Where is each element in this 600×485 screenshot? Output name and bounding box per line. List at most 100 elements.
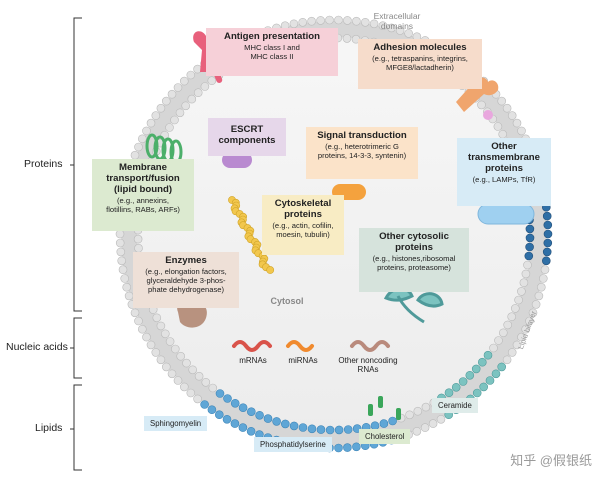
escrt-shape	[222, 152, 252, 168]
lipid-head	[289, 421, 299, 431]
lipid-head	[525, 224, 535, 234]
membrane-sub: (e.g., annexins, flotillins, RABs, ARFs)	[106, 196, 180, 215]
lipid-head	[116, 247, 126, 257]
lipid-head	[521, 269, 531, 279]
lipid-head	[360, 17, 370, 27]
lipid-head	[510, 304, 520, 313]
cytosol-label: Cytosol	[270, 296, 304, 306]
lipid-head	[538, 274, 548, 283]
lipid-head	[523, 260, 532, 270]
category-nucleic-acids: Nucleic acids	[6, 341, 68, 353]
lipid-head	[343, 425, 353, 434]
lipid-head	[342, 34, 352, 43]
other-tm-sub: (e.g., LAMPs, TfR)	[472, 175, 536, 185]
lipid-head	[534, 291, 544, 301]
lipid-head	[497, 362, 507, 372]
lipid-head	[379, 419, 389, 428]
lipid-head	[479, 382, 489, 392]
lipid-head	[413, 406, 423, 416]
lipid-head	[146, 118, 156, 128]
lipid-head	[525, 242, 534, 252]
lipid-head	[507, 312, 517, 322]
category-brackets	[70, 17, 82, 471]
lipid-head	[156, 321, 166, 331]
mrna-label: mRNAs	[239, 356, 267, 365]
adhesion-sub: (e.g., tetraspanins, integrins, MFGE8/la…	[372, 54, 468, 72]
lipid-head	[142, 332, 151, 342]
lipid-head	[176, 351, 185, 361]
lipid-head	[151, 111, 161, 120]
lipid-head	[540, 265, 550, 275]
chip-ceramide: Ceramide	[432, 398, 478, 413]
lipid-head	[208, 383, 218, 393]
lipid-head	[525, 316, 534, 326]
lipid-head	[115, 238, 125, 248]
lipid-head	[115, 229, 125, 239]
lipid-head	[161, 329, 170, 339]
lipid-head	[180, 76, 189, 86]
lipid-head	[507, 111, 517, 120]
noncoding-rna-shape	[350, 340, 390, 352]
adhesion-title: Adhesion molecules	[373, 42, 467, 53]
lipid-head	[498, 129, 508, 139]
lipid-head	[272, 417, 281, 426]
lipid-head	[404, 29, 413, 38]
lipid-head	[512, 340, 522, 350]
lipid-head	[186, 388, 196, 398]
lipid-head	[316, 425, 326, 434]
lipid-head	[517, 287, 526, 296]
lipid-head	[307, 16, 316, 26]
lipid-head	[122, 282, 131, 292]
adhesion-molecule-shape	[456, 77, 499, 120]
lipid-head	[507, 348, 517, 357]
box-other-cytosolic: Other cytosolic proteins (e.g., histones…	[359, 228, 469, 292]
cytosolic-sub: (e.g., histones,ribosomal proteins, prot…	[372, 254, 456, 273]
lipid-head	[186, 70, 196, 80]
lipid-head	[193, 394, 202, 404]
lipid-head	[524, 251, 534, 261]
lipid-head	[491, 369, 501, 379]
lipid-head	[494, 336, 503, 345]
lipid-head	[130, 308, 140, 318]
watermark-text: 知乎 @假银纸	[510, 453, 592, 468]
lipid-head	[493, 122, 503, 131]
lipid-head	[238, 403, 248, 413]
cytoskeletal-sub: (e.g., actin, cofilin, moesin, tubulin)	[272, 221, 334, 240]
lipid-head	[182, 358, 191, 368]
lipid-head	[165, 123, 174, 132]
lipid-head	[334, 443, 343, 453]
box-membrane-transport: Membrane transport/fusion (lipid bound) …	[92, 159, 194, 231]
lipid-head	[200, 400, 209, 409]
lipid-head	[215, 410, 224, 420]
lipid-head	[543, 238, 553, 248]
lipid-head	[207, 405, 217, 415]
escrt-title: ESCRT components	[218, 124, 276, 147]
antigen-title: Antigen presentation	[224, 31, 320, 42]
lipid-head	[352, 442, 361, 452]
lipid-head	[194, 371, 204, 381]
lipid-head	[483, 350, 493, 360]
signal-title: Signal transduction	[317, 130, 407, 141]
lipid-head	[502, 103, 512, 113]
lipid-head	[167, 369, 177, 379]
lipid-head	[477, 100, 486, 110]
lipid-head	[134, 243, 143, 253]
cholesterol-shapes	[368, 396, 401, 420]
lipid-head	[156, 103, 166, 113]
membrane-title: Membrane transport/fusion (lipid bound)	[106, 162, 180, 196]
lipid-head	[514, 295, 523, 305]
enzymes-sub: (e.g., elongation factors, glyceraldehyd…	[145, 267, 227, 294]
lipid-head	[201, 377, 211, 387]
category-lipids: Lipids	[35, 422, 63, 434]
chip-phosphatidylserine: Phosphatidylserine	[254, 437, 332, 452]
lipid-head	[542, 211, 552, 221]
lipid-head	[130, 150, 140, 160]
lipid-head	[521, 324, 531, 334]
filament-bead	[266, 266, 275, 274]
box-antigen-presentation: Antigen presentation MHC class I and MHC…	[206, 28, 338, 76]
lipid-head	[421, 402, 431, 412]
lipid-head	[298, 17, 308, 27]
lipid-head	[171, 344, 180, 354]
lipid-head	[230, 398, 240, 408]
lipid-head	[230, 419, 240, 428]
